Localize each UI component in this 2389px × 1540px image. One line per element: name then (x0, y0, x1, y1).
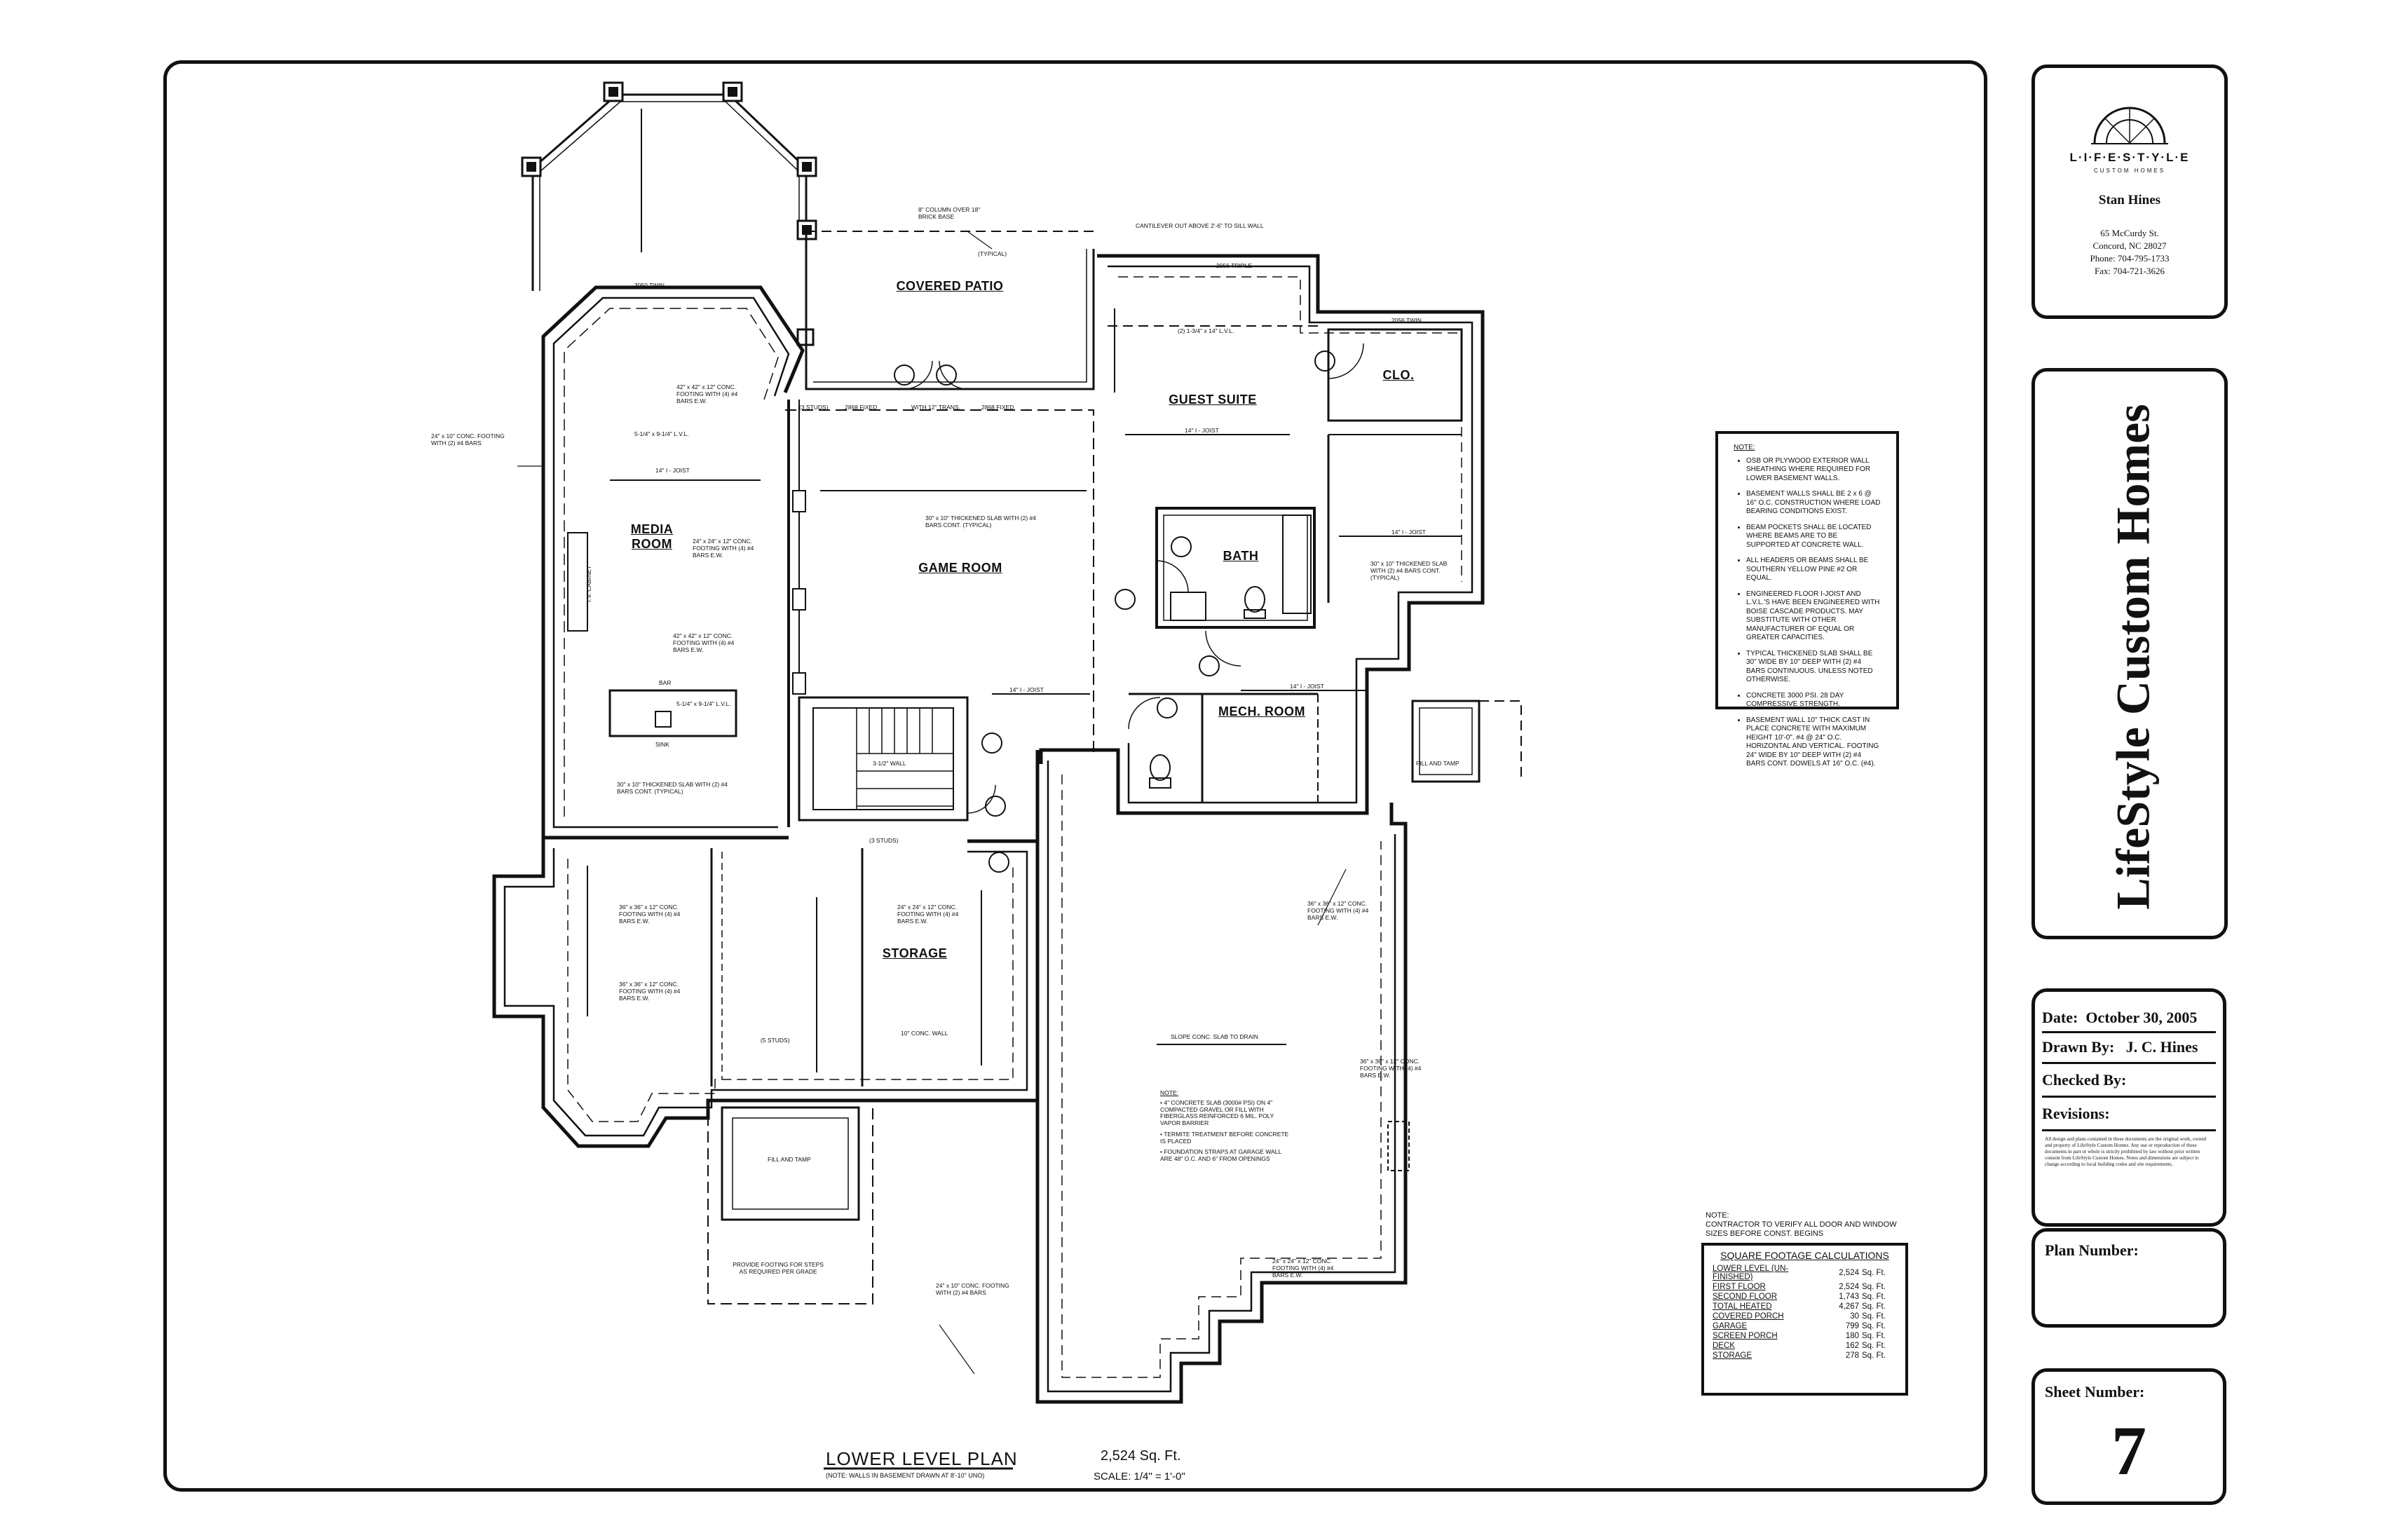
sqft-value: 2,524 (1839, 1269, 1859, 1277)
contact-name: Stan Hines (2098, 193, 2161, 207)
disclaimer: All design and plans contained in these … (2045, 1136, 2207, 1167)
contractor-note-title: NOTE: (1706, 1211, 1729, 1220)
sqft-value: 4,267 (1839, 1302, 1859, 1311)
sqft-value: 180 (1845, 1332, 1859, 1340)
info-panel: Date: October 30, 2005 Drawn By: J. C. H… (2031, 988, 2226, 1227)
sqft-label: SECOND FLOOR (1713, 1293, 1778, 1301)
note-item: BEAM POCKETS SHALL BE LOCATED WHERE BEAM… (1746, 524, 1881, 550)
contact-phone: Phone: 704-795-1733 (2090, 253, 2170, 264)
company-name: LifeStyle Custom Homes (2106, 404, 2160, 910)
note-item: ALL HEADERS OR BEAMS SHALL BE SOUTHERN Y… (1746, 557, 1881, 583)
garage-walls (1035, 750, 1408, 1404)
note-item: OSB OR PLYWOOD EXTERIOR WALL SHEATHING W… (1746, 457, 1881, 484)
logo-arch-icon (2091, 107, 2168, 144)
sqft-label: LOWER LEVEL (UN-FINISHED) (1713, 1265, 1789, 1281)
note-item: TYPICAL THICKENED SLAB SHALL BE 30" WIDE… (1746, 650, 1881, 685)
bar-counter (608, 689, 737, 737)
game-room (785, 400, 1094, 827)
sheet-number-label: Sheet Number: (2045, 1383, 2145, 1401)
storage-walls (492, 838, 1040, 1148)
sqft-label: SCREEN PORCH (1713, 1332, 1778, 1340)
sqft-value: 2,524 (1839, 1283, 1859, 1291)
date-value: October 30, 2005 (2085, 1009, 2198, 1026)
garage-footing (1387, 1121, 1410, 1171)
covered-patio-outline (805, 231, 1095, 390)
notes-title: NOTE: (1734, 444, 1755, 451)
checked-by-row: Checked By: (2042, 1065, 2216, 1098)
note-item: CONCRETE 3000 PSI. 28 DAY COMPRESSIVE ST… (1746, 692, 1881, 709)
note-item: BASEMENT WALLS SHALL BE 2 x 6 @ 16" O.C.… (1746, 490, 1881, 517)
contact-fax: Fax: 704-721-3626 (2094, 266, 2165, 276)
sqft-label: DECK (1713, 1342, 1735, 1350)
drawing-frame (163, 60, 1987, 1492)
fill-tamp-box-right (1411, 700, 1522, 783)
sqft-label: STORAGE (1713, 1351, 1752, 1360)
sqft-value: 278 (1845, 1351, 1859, 1360)
logo-subtext: CUSTOM HOMES (2093, 168, 2166, 174)
sheet-number-panel: Sheet Number: 7 (2031, 1368, 2226, 1505)
media-room-walls (541, 285, 805, 840)
fill-tamp-box-left (707, 1104, 873, 1304)
logo-text: L·I·F·E·S·T·Y·L·E (2069, 151, 2190, 164)
sqft-unit: Sq. Ft. (1862, 1312, 1886, 1321)
sheet-number: 7 (2111, 1412, 2146, 1490)
company-name-panel: LifeStyle Custom Homes (2031, 368, 2228, 939)
stair-treads (856, 708, 953, 810)
sqft-unit: Sq. Ft. (1862, 1269, 1886, 1277)
sqft-label: COVERED PORCH (1713, 1312, 1784, 1321)
sqft-unit: Sq. Ft. (1862, 1283, 1886, 1291)
date-row: Date: October 30, 2005 (2042, 1004, 2216, 1033)
sqft-unit: Sq. Ft. (1862, 1332, 1886, 1340)
sqft-label: GARAGE (1713, 1322, 1748, 1330)
right-wing-walls (1039, 254, 1485, 815)
notes-list: OSB OR PLYWOOD EXTERIOR WALL SHEATHING W… (1734, 457, 1881, 769)
sqft-label: TOTAL HEATED (1713, 1302, 1772, 1311)
sqft-value: 30 (1850, 1312, 1859, 1321)
sqft-unit: Sq. Ft. (1862, 1342, 1886, 1350)
note-item: ENGINEERED FLOOR I-JOIST AND L.V.L.'S HA… (1746, 590, 1881, 643)
plan-number-label: Plan Number: (2045, 1241, 2139, 1259)
sqft-title: SQUARE FOOTAGE CALCULATIONS (1720, 1250, 1889, 1261)
sqft-unit: Sq. Ft. (1862, 1293, 1886, 1301)
dimension-lines (587, 308, 1462, 1072)
patio-bay-roof (531, 93, 808, 291)
sqft-value: 799 (1845, 1322, 1859, 1330)
logo-panel: L·I·F·E·S·T·Y·L·E CUSTOM HOMES Stan Hine… (2031, 64, 2228, 319)
sqft-unit: Sq. Ft. (1862, 1351, 1886, 1360)
note-item: BASEMENT WALL 10" THICK CAST IN PLACE CO… (1746, 716, 1881, 769)
square-footage-table: SQUARE FOOTAGE CALCULATIONS LOWER LEVEL … (1701, 1243, 1908, 1396)
contractor-note: NOTE: CONTRACTOR TO VERIFY ALL DOOR AND … (1706, 1211, 1902, 1239)
sqft-unit: Sq. Ft. (1862, 1302, 1886, 1311)
contact-address-2: Concord, NC 28027 (2092, 240, 2167, 251)
sqft-value: 162 (1845, 1342, 1859, 1350)
door-swings (904, 343, 1364, 814)
interior-walls (1108, 325, 1463, 803)
sqft-unit: Sq. Ft. (1862, 1322, 1886, 1330)
sqft-value: 1,743 (1839, 1293, 1859, 1301)
tv-cabinet (567, 532, 588, 632)
contact-address-1: 65 McCurdy St. (2100, 228, 2159, 238)
contractor-note-text: CONTRACTOR TO VERIFY ALL DOOR AND WINDOW… (1706, 1220, 1897, 1239)
sqft-label: FIRST FLOOR (1713, 1283, 1766, 1291)
drawn-by-row: Drawn By: J. C. Hines (2042, 1033, 2216, 1064)
general-notes: NOTE: OSB OR PLYWOOD EXTERIOR WALL SHEAT… (1715, 431, 1899, 768)
plan-number-panel: Plan Number: (2031, 1228, 2226, 1328)
revisions-row: Revisions: (2042, 1098, 2216, 1131)
drawn-by-value: J. C. Hines (2125, 1038, 2198, 1056)
